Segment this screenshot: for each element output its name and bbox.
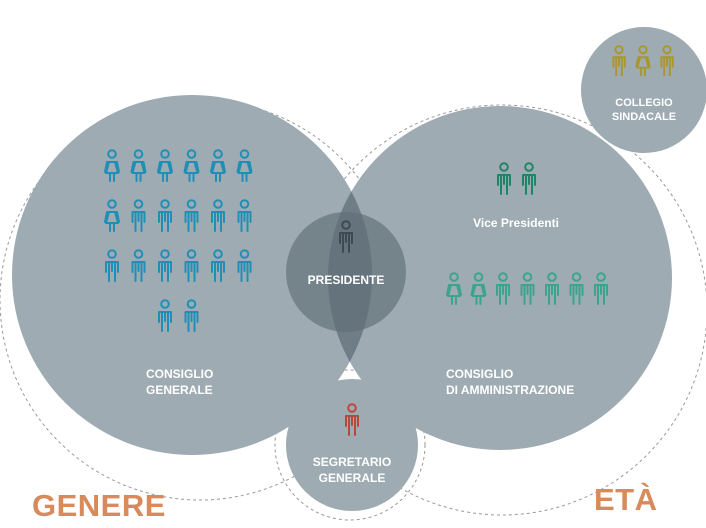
genere-label: GENERE xyxy=(32,488,166,523)
segretario-generale-people xyxy=(345,403,359,436)
male-person-icon xyxy=(211,249,225,282)
segretario-label-line1: SEGRETARIO xyxy=(313,455,391,469)
consiglio-generale-label-line1: CONSIGLIO xyxy=(146,367,213,381)
consiglio-generale-circle xyxy=(12,95,372,455)
male-person-icon xyxy=(237,249,252,282)
vice-presidenti-label: Vice Presidenti xyxy=(473,216,559,230)
female-person-icon xyxy=(635,45,651,77)
male-person-icon xyxy=(211,199,225,232)
male-person-icon xyxy=(131,199,146,232)
consiglio-generale-people xyxy=(104,149,253,332)
collegio-label-line1: COLLEGIO xyxy=(615,97,673,109)
female-person-icon xyxy=(446,272,462,305)
male-person-icon xyxy=(660,45,674,77)
presidente-label: PRESIDENTE xyxy=(308,273,385,287)
vice-presidenti-people xyxy=(497,162,536,195)
female-person-icon xyxy=(157,149,173,182)
male-person-icon xyxy=(158,199,172,232)
presidente-people xyxy=(339,220,353,253)
eta-label: ETÀ xyxy=(594,482,658,517)
female-person-icon xyxy=(104,149,120,182)
male-person-icon xyxy=(184,199,199,232)
female-person-icon xyxy=(470,272,487,305)
consiglio-amministrazione-label-line2: DI AMMINISTRAZIONE xyxy=(446,383,574,397)
male-person-icon xyxy=(158,249,172,282)
female-person-icon xyxy=(236,149,253,182)
male-person-icon xyxy=(522,162,536,195)
male-person-icon xyxy=(131,249,146,282)
collegio-label-line2: SINDACALE xyxy=(612,111,676,123)
male-person-icon xyxy=(184,249,199,282)
collegio-sindacale-people xyxy=(612,45,674,77)
male-person-icon xyxy=(345,403,359,436)
female-person-icon xyxy=(104,199,120,232)
male-person-icon xyxy=(237,199,252,232)
consiglio-amministrazione-people xyxy=(446,272,608,305)
male-person-icon xyxy=(339,220,353,253)
male-person-icon xyxy=(545,272,559,305)
male-person-icon xyxy=(158,299,172,332)
collegio-sindacale-circle xyxy=(581,27,706,153)
female-person-icon xyxy=(210,149,226,182)
male-person-icon xyxy=(496,272,510,305)
male-person-icon xyxy=(594,272,608,305)
segretario-label-line2: GENERALE xyxy=(319,471,386,485)
female-person-icon xyxy=(183,149,200,182)
segretario-generale-circle xyxy=(286,379,418,511)
male-person-icon xyxy=(520,272,535,305)
female-person-icon xyxy=(130,149,147,182)
consiglio-generale-label-line2: GENERALE xyxy=(146,383,213,397)
male-person-icon xyxy=(612,45,626,77)
male-person-icon xyxy=(184,299,199,332)
male-person-icon xyxy=(569,272,584,305)
people-icons xyxy=(104,45,674,436)
male-person-icon xyxy=(105,249,119,282)
consiglio-amministrazione-label-line1: CONSIGLIO xyxy=(446,367,513,381)
male-person-icon xyxy=(497,162,511,195)
outline-bottom xyxy=(274,369,426,521)
presidente-circle xyxy=(286,212,406,332)
